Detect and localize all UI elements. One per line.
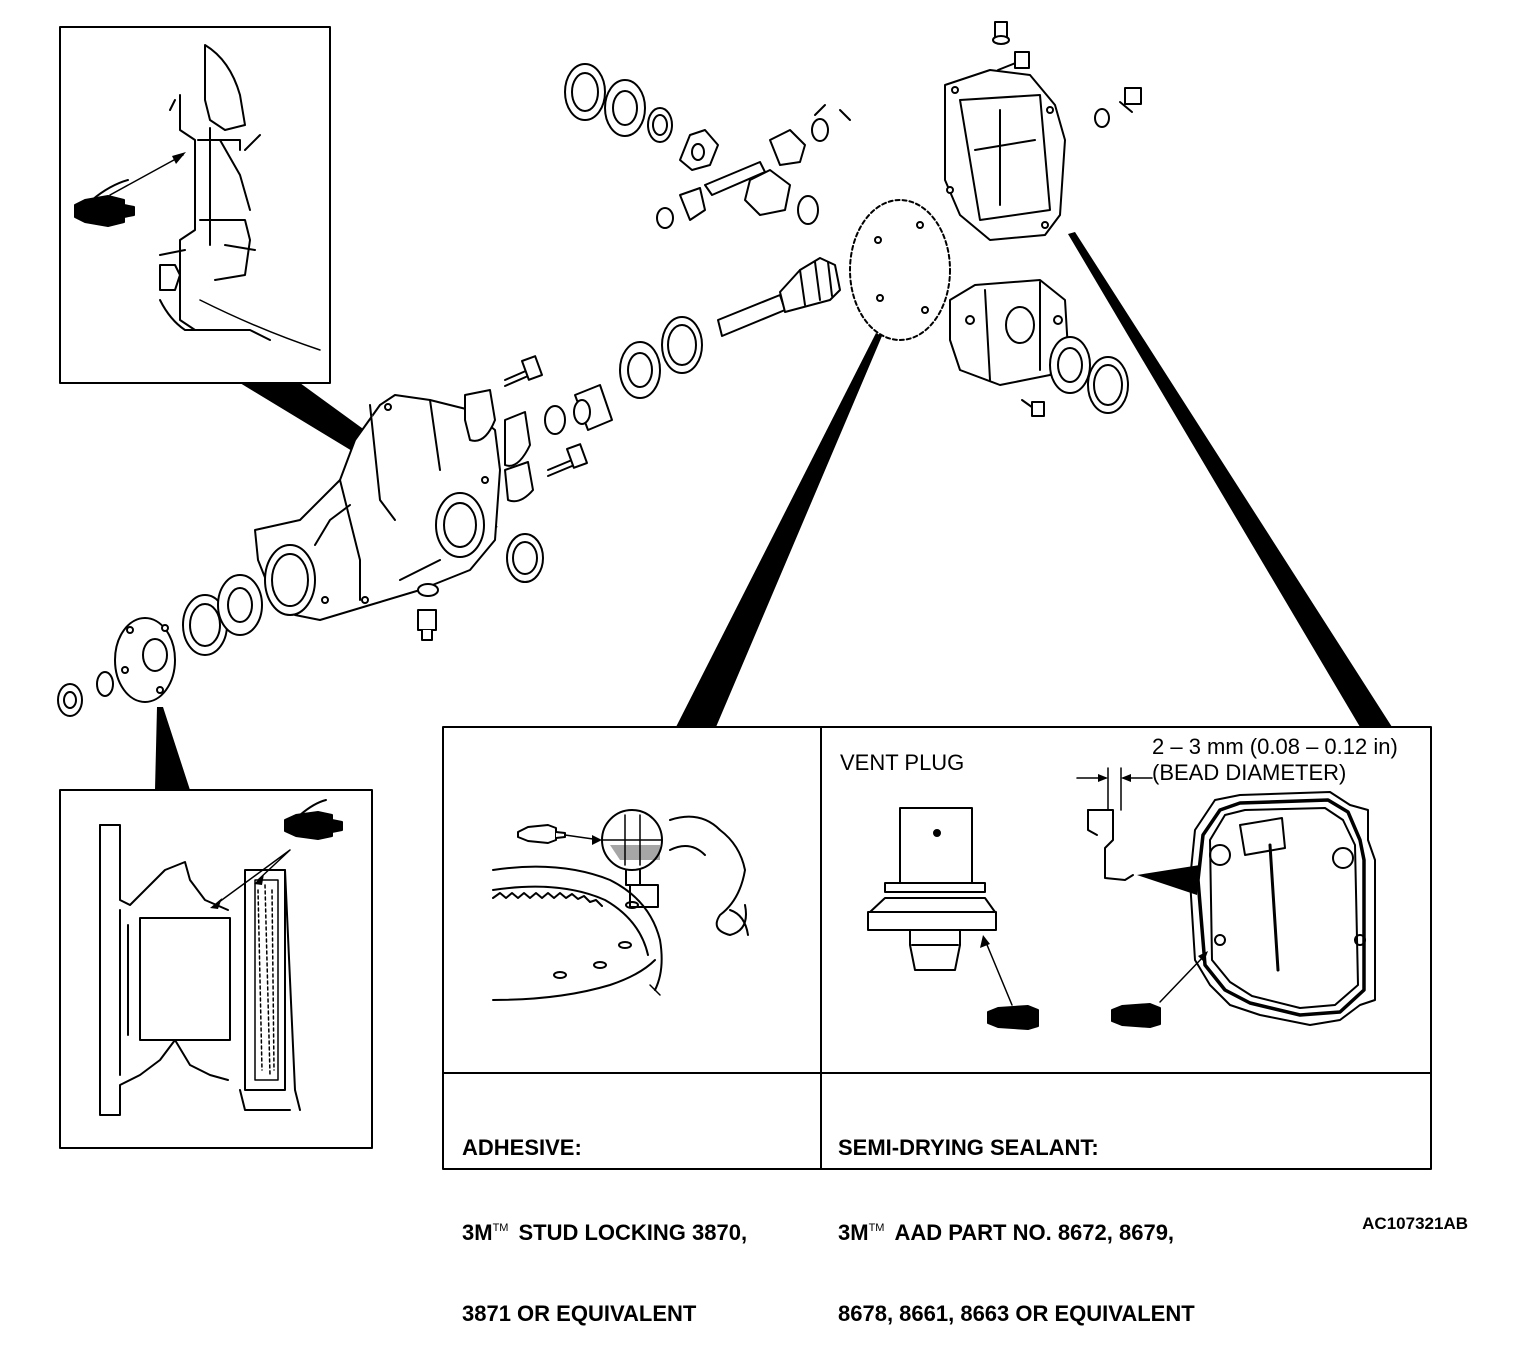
cover-bolts (997, 51, 1142, 128)
wedge-flange-to-bottom-left-inset (155, 707, 190, 790)
oil-seal-front (182, 594, 228, 656)
drive-pinion (717, 257, 841, 337)
wedge-cover-to-sealant-box (1068, 232, 1392, 727)
side-gear-set (564, 63, 851, 229)
wedge-ring-gear-to-adhesive-box (676, 333, 882, 727)
adhesive-brand: 3M (462, 1220, 493, 1245)
rear-cover (944, 69, 1066, 241)
bead-size-label: 2 – 3 mm (0.08 – 0.12 in) (1152, 734, 1398, 759)
info-panel (442, 726, 1432, 1170)
bead-pointer-wedge (1137, 865, 1200, 895)
bead-caption-label: (BEAD DIAMETER) (1152, 760, 1347, 785)
adhesive-detail (492, 809, 749, 1001)
sealant-title: SEMI-DRYING SEALANT: (838, 1135, 1099, 1160)
carrier-section-sketch (159, 44, 321, 351)
cover-sealant-detail (1189, 791, 1376, 1026)
cap-bolts (504, 355, 588, 477)
adhesive-trademark: TM (492, 1222, 509, 1234)
case-bolt (1021, 399, 1045, 417)
pinion-spacer-set (544, 316, 703, 435)
exploded-differential-diagram (57, 21, 1432, 1170)
adhesive-spec: ADHESIVE: 3MTM STUD LOCKING 3870, 3871 OR… (462, 1080, 747, 1354)
inset-bottom-left (59, 789, 373, 1149)
front-bearing (217, 574, 263, 636)
adhesive-product-line: 3MTM STUD LOCKING 3870, (462, 1215, 747, 1246)
adhesive-title: ADHESIVE: (462, 1135, 582, 1160)
vent-plug-label: VENT PLUG (840, 750, 965, 775)
ring-gear (849, 199, 951, 341)
side-bearings (1049, 336, 1129, 414)
info-panel-frame (442, 726, 1432, 1170)
differential-case (949, 279, 1069, 386)
sealant-tube-icon-2 (284, 799, 343, 840)
bead-dimension (1076, 767, 1153, 881)
differential-carrier (254, 394, 501, 621)
vent-plug-part (992, 21, 1010, 45)
flange-section-sketch (99, 824, 301, 1116)
sealant-alt: 8678, 8661, 8663 OR EQUIVALENT (838, 1301, 1195, 1326)
adhesive-product: STUD LOCKING 3870, (518, 1220, 748, 1245)
exploded-parts (57, 21, 1142, 717)
figure-id: AC107321AB (1362, 1214, 1468, 1233)
sealant-product-line: 3MTM AAD PART NO. 8672, 8679, (838, 1215, 1195, 1246)
side-oil-seal (506, 533, 544, 583)
sealant-tube-icon-cover (1111, 1003, 1161, 1028)
sealant-product: AAD PART NO. 8672, 8679, (894, 1220, 1175, 1245)
sealant-brand: 3M (838, 1220, 869, 1245)
inset-top-left (59, 26, 331, 384)
flange-nut (57, 683, 83, 717)
inset-bottom-left-frame (59, 789, 373, 1149)
sealant-tube-icon (74, 179, 135, 227)
sealant-spec: SEMI-DRYING SEALANT: 3MTM AAD PART NO. 86… (838, 1080, 1195, 1354)
pointer-arrow (109, 154, 184, 196)
sealant-tube-icon-vent (987, 1005, 1039, 1030)
drain-plug (417, 583, 439, 641)
vent-plug-detail (867, 807, 997, 971)
adhesive-alt: 3871 OR EQUIVALENT (462, 1301, 697, 1326)
companion-flange (114, 617, 176, 703)
sealant-trademark: TM (868, 1222, 885, 1234)
washer (96, 671, 114, 697)
bearing-caps (464, 389, 534, 503)
